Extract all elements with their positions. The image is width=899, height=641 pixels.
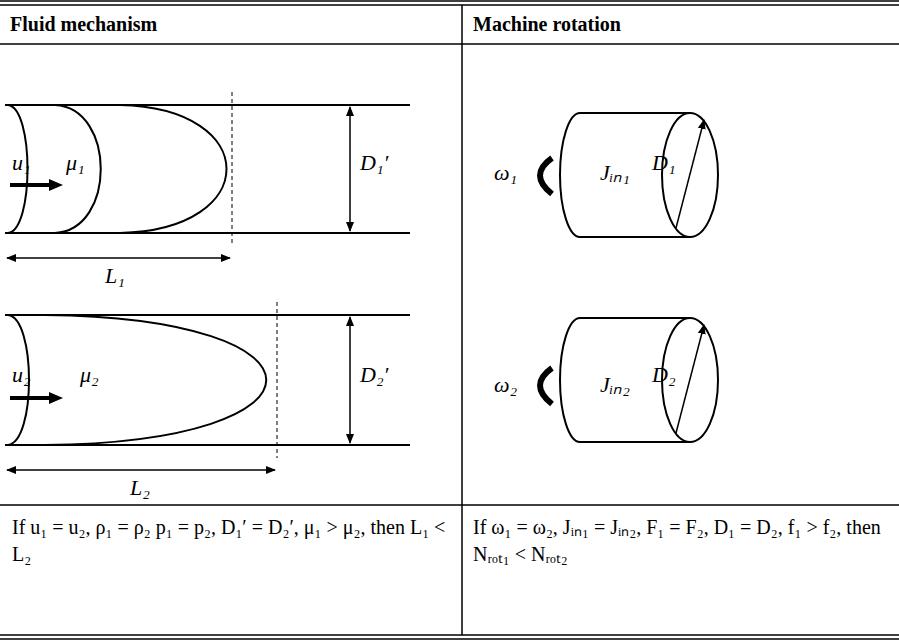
rotor-cylinder-2 bbox=[540, 318, 718, 442]
diameter-label: D₁′ bbox=[360, 150, 388, 176]
condition-text: If ω₁ = ω₂, Jᵢₙ₁ = Jᵢₙ₂, F₁ = F₂, D₁ = D… bbox=[473, 514, 888, 568]
column-header: Fluid mechanism bbox=[10, 12, 157, 36]
velocity-label: u₂ bbox=[12, 362, 31, 388]
viscosity-label: μ₁ bbox=[66, 150, 85, 176]
length-label: L₁ bbox=[105, 263, 125, 289]
pipe-flow-1 bbox=[5, 92, 410, 258]
diameter-label: D₁ bbox=[652, 150, 676, 176]
column-header: Machine rotation bbox=[473, 12, 621, 36]
pipe-flow-2 bbox=[5, 302, 410, 470]
rotor-cylinder-1 bbox=[540, 113, 718, 237]
diameter-label: D₂ bbox=[652, 362, 676, 388]
velocity-label: u₁ bbox=[12, 150, 31, 176]
speed-label: ω₁ bbox=[494, 160, 517, 186]
speed-label: ω₂ bbox=[494, 372, 517, 398]
condition-text: If u₁ = u₂, ρ₁ = ρ₂ p₁ = p₂, D₁′ = D₂′, … bbox=[12, 514, 452, 568]
diameter-label: D₂′ bbox=[360, 362, 388, 388]
inertia-label: Jᵢₙ₁ bbox=[600, 160, 630, 186]
length-label: L₂ bbox=[130, 475, 150, 501]
inertia-label: Jᵢₙ₂ bbox=[600, 372, 630, 398]
viscosity-label: μ₂ bbox=[80, 362, 99, 388]
